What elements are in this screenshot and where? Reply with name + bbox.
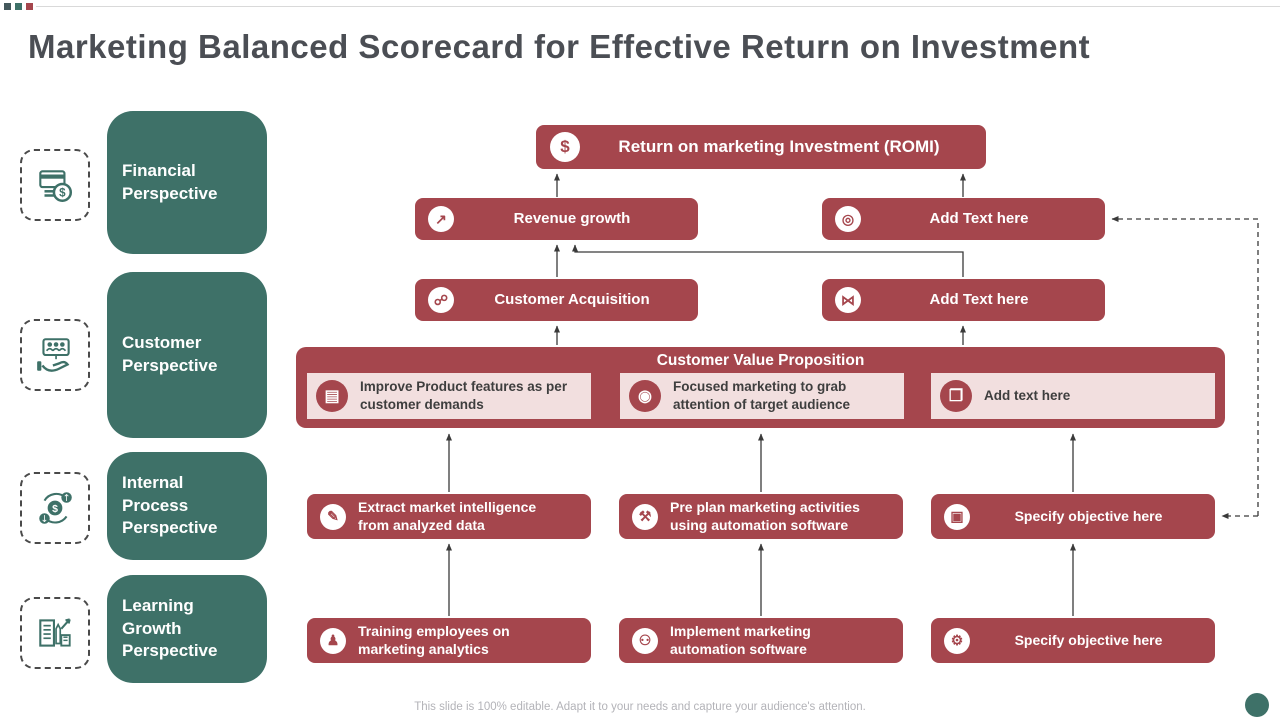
financial-icon-tile[interactable]: $ xyxy=(20,149,90,221)
perspective-label: Financial Perspective xyxy=(122,160,218,203)
perspective-label: Internal Process Perspective xyxy=(122,472,218,538)
cvp-item-improve-product[interactable]: ▤ Improve Product features as per custom… xyxy=(307,373,591,419)
top-divider-line xyxy=(36,6,1280,7)
slide-title: Marketing Balanced Scorecard for Effecti… xyxy=(28,28,1091,65)
money-card-icon: $ xyxy=(39,170,73,203)
connector-addtext-elbow-to-revenue xyxy=(572,244,964,277)
target-icon: ◉ xyxy=(629,380,661,412)
customer-value-proposition-band[interactable]: Customer Value Proposition ▤ Improve Pro… xyxy=(296,347,1225,428)
deco-square-maroon xyxy=(26,3,33,10)
specify-objective-label: Specify objective here xyxy=(1014,631,1163,648)
dollar-cycle-icon: $ xyxy=(550,132,580,162)
customer-icon-tile[interactable] xyxy=(20,319,90,391)
specify-objective-box-internal[interactable]: ▣ Specify objective here xyxy=(931,494,1215,539)
add-text-box-customer[interactable]: ⋈ Add Text here xyxy=(822,279,1105,321)
customer-acquisition-label: Customer Acquisition xyxy=(494,290,650,308)
extract-intelligence-label: Extract market intelligence from analyze… xyxy=(358,499,537,533)
documents-icon: ❐ xyxy=(940,380,972,412)
cvp-item-label: Add text here xyxy=(984,388,1071,404)
cvp-item-label: Focused marketing to grab attention of t… xyxy=(673,379,851,412)
svg-text:$: $ xyxy=(59,188,66,200)
implement-automation-box[interactable]: ⚇ Implement marketing automation softwar… xyxy=(619,618,903,663)
gears-icon: ⚙ xyxy=(944,627,970,654)
perspective-customer[interactable]: Customer Perspective xyxy=(107,272,267,438)
deco-square-dark xyxy=(4,3,11,10)
customer-care-icon xyxy=(37,338,70,372)
romi-label: Return on marketing Investment (ROMI) xyxy=(618,137,940,157)
training-employees-label: Training employees on marketing analytic… xyxy=(358,623,510,657)
perspective-internal-process[interactable]: Internal Process Perspective xyxy=(107,452,267,560)
editable-note: This slide is 100% editable. Adapt it to… xyxy=(414,701,866,713)
training-employees-box[interactable]: ♟ Training employees on marketing analyt… xyxy=(307,618,591,663)
perspective-label: Learning Growth Perspective xyxy=(122,595,218,661)
cvp-item-add-text[interactable]: ❐ Add text here xyxy=(931,373,1215,419)
implement-automation-label: Implement marketing automation software xyxy=(670,623,811,657)
customer-acquisition-box[interactable]: ☍ Customer Acquisition xyxy=(415,279,698,321)
add-text-box-financial[interactable]: ◎ Add Text here xyxy=(822,198,1105,240)
learning-growth-icon xyxy=(39,618,71,647)
revenue-growth-box[interactable]: ↗ Revenue growth xyxy=(415,198,698,240)
magnet-icon: ☍ xyxy=(428,287,454,313)
automation-tools-icon: ⚒ xyxy=(632,503,658,530)
perspective-learning-growth[interactable]: Learning Growth Perspective xyxy=(107,575,267,683)
svg-text:$: $ xyxy=(52,503,58,515)
cvp-item-label: Improve Product features as per customer… xyxy=(360,379,568,412)
cvp-item-focused-marketing[interactable]: ◉ Focused marketing to grab attention of… xyxy=(620,373,904,419)
trainer-icon: ♟ xyxy=(320,627,346,654)
svg-text:↑: ↑ xyxy=(63,493,71,504)
cvp-title: Customer Value Proposition xyxy=(656,352,865,369)
deco-square-teal xyxy=(15,3,22,10)
product-chart-icon: ▤ xyxy=(316,380,348,412)
specify-objective-label: Specify objective here xyxy=(1014,507,1163,524)
extract-intelligence-box[interactable]: ✎ Extract market intelligence from analy… xyxy=(307,494,591,539)
robot-icon: ⚇ xyxy=(632,627,658,654)
handshake-icon: ⋈ xyxy=(835,287,861,313)
monitor-icon: ▣ xyxy=(944,503,970,530)
internal-process-icon-tile[interactable]: $ ↑ ↓ xyxy=(20,472,90,544)
preplan-activities-box[interactable]: ⚒ Pre plan marketing activities using au… xyxy=(619,494,903,539)
specify-objective-box-learning[interactable]: ⚙ Specify objective here xyxy=(931,618,1215,663)
romi-box[interactable]: $ Return on marketing Investment (ROMI) xyxy=(536,125,986,169)
money-cycle-icon: $ ↑ ↓ xyxy=(39,492,72,525)
perspective-label: Customer Perspective xyxy=(122,333,218,375)
learning-growth-icon-tile[interactable] xyxy=(20,597,90,669)
corner-circle-decoration xyxy=(1245,693,1269,717)
preplan-activities-label: Pre plan marketing activities using auto… xyxy=(670,499,860,533)
analysis-pencil-icon: ✎ xyxy=(320,503,346,530)
revenue-growth-icon: ↗ xyxy=(428,206,454,232)
perspective-financial[interactable]: Financial Perspective xyxy=(107,111,267,254)
revenue-growth-label: Revenue growth xyxy=(513,209,631,227)
svg-text:↓: ↓ xyxy=(41,514,49,525)
coins-icon: ◎ xyxy=(835,206,861,232)
add-text-label: Add Text here xyxy=(929,290,1029,308)
add-text-label: Add Text here xyxy=(929,209,1029,227)
